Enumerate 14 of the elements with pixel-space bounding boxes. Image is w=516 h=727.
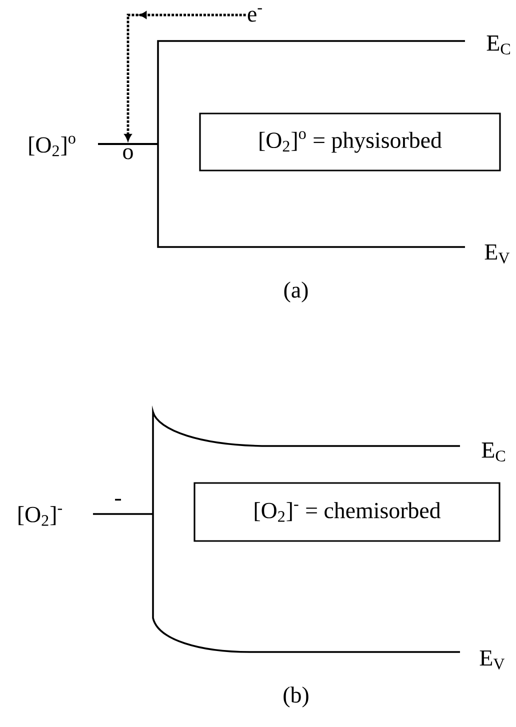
label-box: [O$_{2}$]$^{o}$ = physisorbed — [199, 112, 501, 172]
species-label: [O$_{2}$]$^{o}$ — [29, 136, 76, 156]
energy-level-line — [98, 143, 158, 145]
species-label: [O$_{2}$]$^{-}$ — [18, 506, 62, 526]
dotted-arrow — [124, 11, 246, 141]
charge-label: - — [115, 498, 121, 501]
panel-label: (a) — [284, 282, 308, 302]
band-label: E$_{C}$ — [486, 36, 510, 54]
band-label: E$_{V}$ — [484, 244, 510, 264]
level-label: o — [123, 148, 133, 160]
band-label: E$_{C}$ — [482, 442, 505, 462]
panel-label: (b) — [284, 686, 308, 708]
electron-label: e$^{-}$ — [248, 8, 262, 22]
band-label: E$_{V}$ — [480, 650, 505, 670]
